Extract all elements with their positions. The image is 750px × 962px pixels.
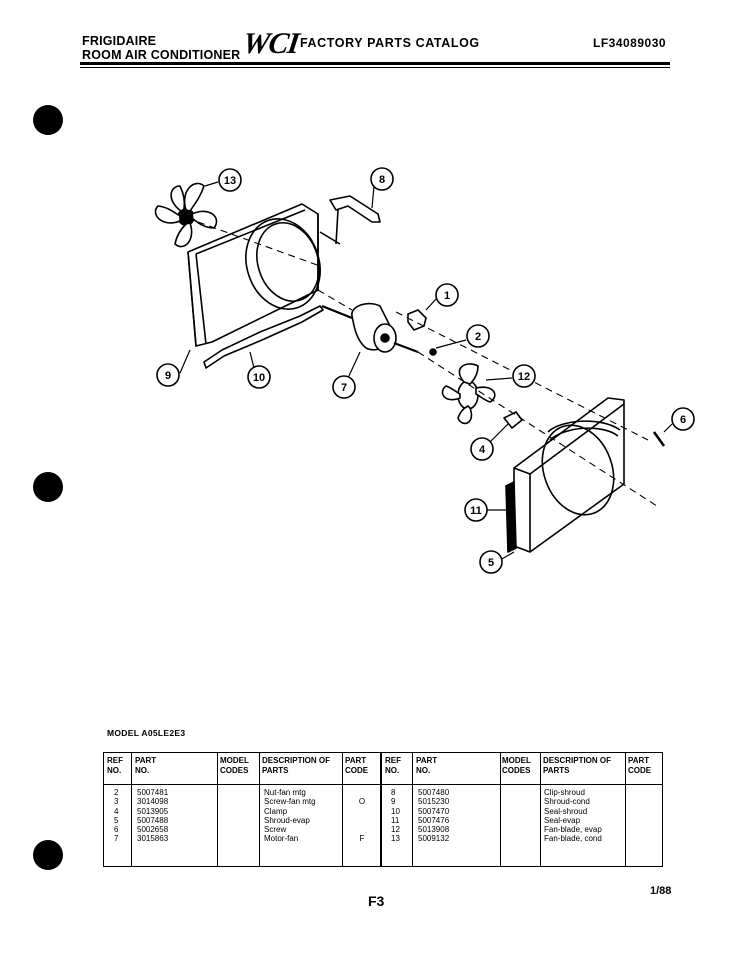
svg-text:11: 11	[470, 505, 482, 517]
header-ref-no-right: REF NO.	[385, 756, 401, 775]
callout-6: 6	[671, 407, 695, 431]
evaporator-seal	[505, 481, 517, 553]
binder-hole-middle	[33, 472, 63, 502]
brand-name: FRIGIDAIRE	[82, 34, 157, 48]
catalog-number: LF34089030	[593, 36, 667, 50]
product-name: ROOM AIR CONDITIONER	[82, 48, 241, 62]
header-part-no-right: PART NO.	[416, 756, 438, 775]
exploded-parts-diagram: 13 8 1 2 12 9 10 7 4 6 11 5	[154, 167, 695, 574]
page-number: F3	[368, 893, 385, 909]
svg-text:8: 8	[379, 174, 385, 186]
callout-13: 13	[218, 168, 242, 192]
shroud-screw	[652, 431, 666, 447]
callout-11: 11	[464, 498, 488, 522]
svg-text:13: 13	[224, 175, 236, 187]
header-description: DESCRIPTION OF PARTS	[262, 756, 331, 775]
model-label: MODEL A05LE2E3	[107, 728, 186, 738]
clamp	[503, 411, 523, 429]
binder-hole-top	[33, 105, 63, 135]
fan-motor	[321, 302, 419, 354]
callout-2: 2	[466, 324, 490, 348]
evaporator-shroud	[513, 397, 625, 553]
header-rule-thin	[80, 67, 670, 68]
callouts: 13 8 1 2 12 9 10 7 4 6 11 5	[156, 167, 695, 574]
svg-text:9: 9	[165, 370, 171, 382]
svg-text:12: 12	[518, 371, 530, 383]
svg-text:10: 10	[253, 372, 265, 384]
header-model-codes: MODEL CODES	[220, 756, 249, 775]
callout-5: 5	[479, 550, 503, 574]
callout-10: 10	[247, 365, 271, 389]
shroud-seal	[203, 305, 324, 369]
svg-text:7: 7	[341, 382, 347, 394]
shroud-clip	[329, 195, 381, 223]
assembly-lines	[197, 221, 661, 509]
svg-text:2: 2	[475, 331, 481, 343]
header-ref-no: REF NO.	[107, 756, 123, 775]
fan-mounting-screw	[429, 348, 437, 356]
callout-1: 1	[435, 283, 459, 307]
header-part-code-right: PART CODE	[628, 756, 652, 775]
header-left: FRIGIDAIRE ROOM AIR CONDITIONER	[82, 34, 240, 62]
svg-text:1: 1	[444, 290, 450, 302]
leader-lines	[179, 181, 673, 561]
parts-table: REF NO. PART NO. MODEL CODES DESCRIPTION…	[103, 752, 663, 867]
header-description-right: DESCRIPTION OF PARTS	[543, 756, 612, 775]
condenser-fan-blade	[154, 182, 218, 248]
callout-12: 12	[512, 364, 536, 388]
callout-4: 4	[470, 437, 494, 461]
header-rule-thick	[80, 62, 670, 65]
header-model-codes-right: MODEL CODES	[502, 756, 531, 775]
svg-text:5: 5	[488, 557, 494, 569]
catalog-title: FACTORY PARTS CATALOG	[300, 36, 480, 50]
revision-date: 1/88	[650, 885, 672, 897]
binder-hole-bottom	[33, 840, 63, 870]
callout-9: 9	[156, 363, 180, 387]
callout-8: 8	[370, 167, 394, 191]
svg-text:6: 6	[680, 414, 686, 426]
svg-text:4: 4	[479, 444, 486, 456]
header-part-no: PART NO.	[135, 756, 157, 775]
callout-7: 7	[332, 375, 356, 399]
header-part-code: PART CODE	[345, 756, 369, 775]
